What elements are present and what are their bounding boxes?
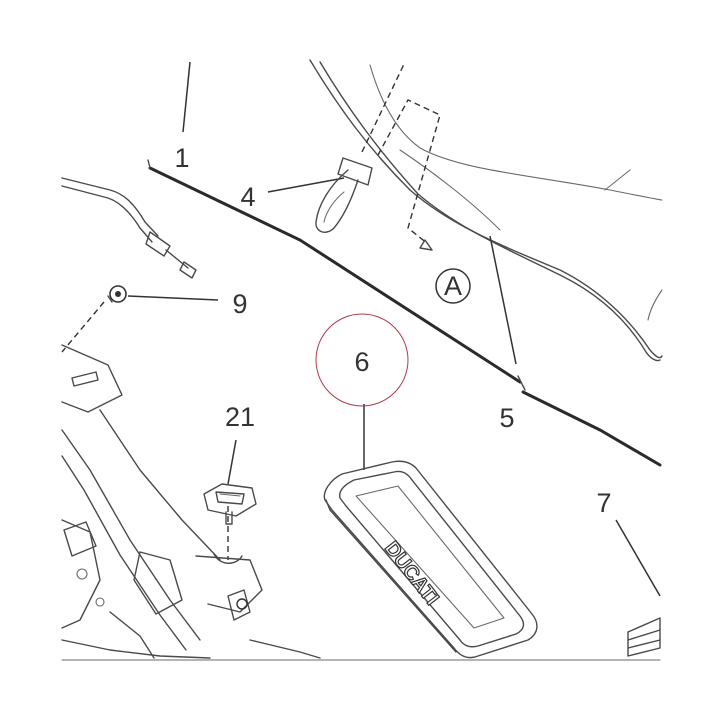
highlight-circle <box>315 313 409 407</box>
callout-7: 7 <box>596 488 611 518</box>
latch-clip-part <box>315 61 441 251</box>
seat-fairing-outline <box>309 59 663 362</box>
cover-part: DUCATI <box>323 460 538 659</box>
callout-21: 21 <box>225 402 255 432</box>
callout-6: 6 <box>354 347 369 377</box>
screw-part <box>107 285 127 303</box>
view-marker-label: A <box>444 271 462 301</box>
view-marker-a: A <box>435 268 471 304</box>
callout-9: 9 <box>232 289 247 319</box>
cable-end-part <box>61 177 197 279</box>
strap-cable <box>147 159 662 467</box>
callout-4: 4 <box>240 182 255 212</box>
callout-1: 1 <box>174 143 189 173</box>
manual-part <box>627 617 661 657</box>
grommet-part <box>203 483 257 525</box>
leader-lines <box>61 61 661 597</box>
brand-text: DUCATI <box>380 538 443 610</box>
callout-5: 5 <box>499 403 514 433</box>
frame-bodywork <box>61 344 661 661</box>
